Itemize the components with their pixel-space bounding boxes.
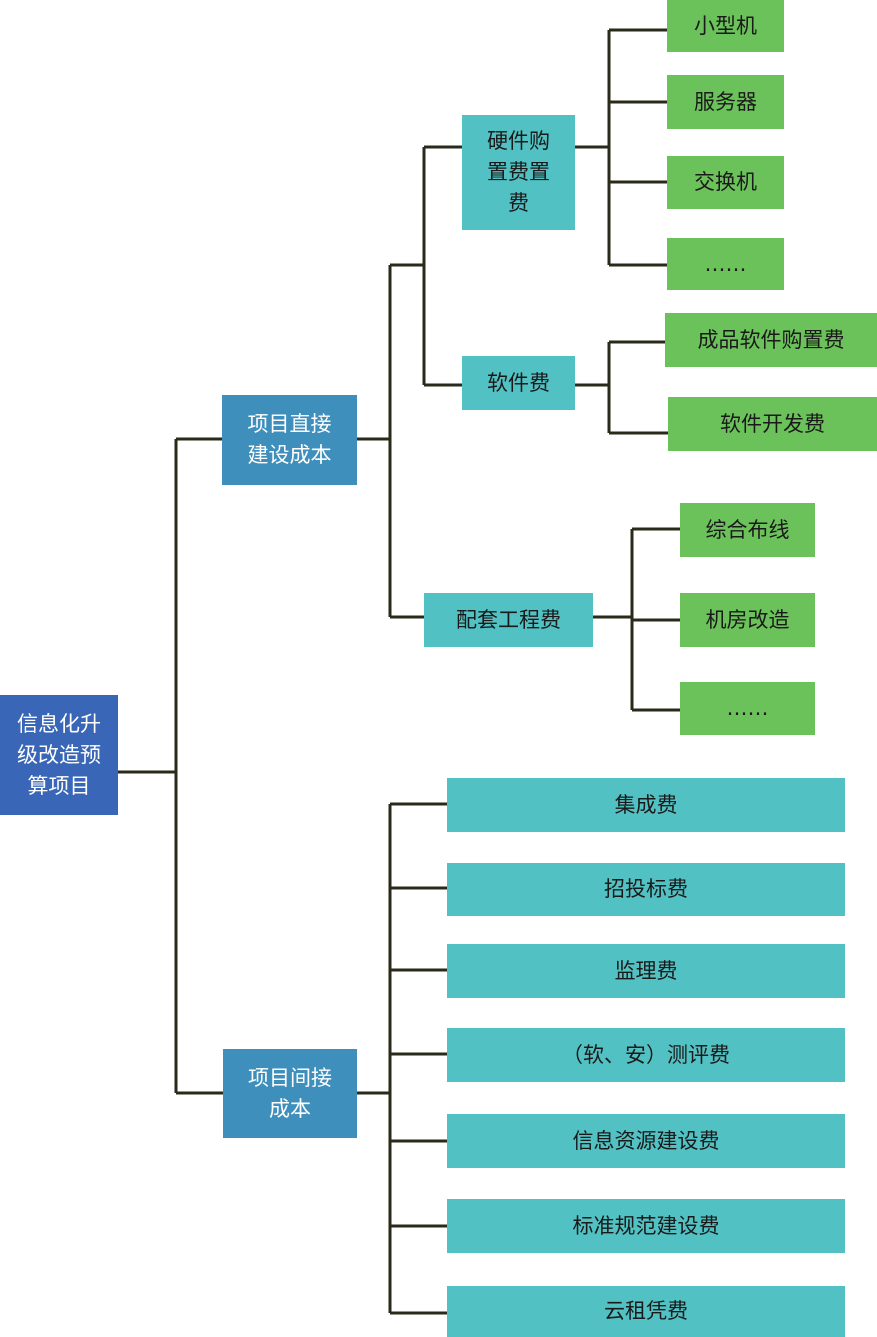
indirect-item: 招投标费 xyxy=(447,863,845,916)
hardware-item: 服务器 xyxy=(667,75,784,129)
supporting-item-label: 机房改造 xyxy=(705,607,790,632)
root-node: 信息化升 级改造预 算项目 xyxy=(0,695,118,815)
hardware-item: 交换机 xyxy=(667,156,784,209)
root-node-label: 信息化升 级改造预 算项目 xyxy=(17,711,101,798)
supporting-node: 配套工程费 xyxy=(424,593,593,647)
indirect-cost-label: 项目间接 成本 xyxy=(248,1065,332,1121)
supporting-item: 综合布线 xyxy=(680,503,815,557)
software-item-label: 成品软件购置费 xyxy=(697,327,845,352)
indirect-item: 云租凭费 xyxy=(447,1286,845,1337)
indirect-item-label: 信息资源建设费 xyxy=(572,1128,720,1153)
indirect-cost-node: 项目间接 成本 xyxy=(223,1049,357,1138)
hardware-label: 硬件购 置费置 费 xyxy=(487,129,550,215)
supporting-label: 配套工程费 xyxy=(456,607,561,632)
software-node: 软件费 xyxy=(462,356,575,410)
indirect-item-label: 集成费 xyxy=(614,792,678,817)
hardware-node: 硬件购 置费置 费 xyxy=(462,115,575,230)
hardware-item-label: 小型机 xyxy=(694,13,757,38)
indirect-item: 监理费 xyxy=(447,944,845,998)
supporting-item: 机房改造 xyxy=(680,593,815,647)
software-item: 软件开发费 xyxy=(668,397,877,451)
hardware-item: 小型机 xyxy=(667,0,784,52)
direct-cost-node: 项目直接 建设成本 xyxy=(222,395,357,485)
supporting-item-label: …… xyxy=(726,696,769,720)
indirect-item-label: 云租凭费 xyxy=(604,1299,688,1323)
indirect-item: 集成费 xyxy=(447,778,845,832)
indirect-item: 信息资源建设费 xyxy=(447,1114,845,1168)
indirect-item-label: 监理费 xyxy=(614,958,678,983)
indirect-item-label: （软、安）测评费 xyxy=(562,1042,730,1067)
hardware-item-label: 服务器 xyxy=(694,89,757,114)
indirect-item: 标准规范建设费 xyxy=(447,1199,845,1253)
hardware-item: …… xyxy=(667,238,784,290)
indirect-item-label: 招投标费 xyxy=(604,877,688,901)
direct-cost-label: 项目直接 建设成本 xyxy=(247,412,332,467)
supporting-item-label: 综合布线 xyxy=(705,517,790,542)
hardware-item-label: …… xyxy=(704,251,747,276)
hardware-item-label: 交换机 xyxy=(694,170,757,194)
software-item-label: 软件开发费 xyxy=(720,411,825,436)
indirect-item-label: 标准规范建设费 xyxy=(572,1213,720,1238)
software-label: 软件费 xyxy=(487,370,550,395)
supporting-item: …… xyxy=(680,682,815,735)
software-item: 成品软件购置费 xyxy=(665,313,877,367)
indirect-item: （软、安）测评费 xyxy=(447,1028,845,1082)
